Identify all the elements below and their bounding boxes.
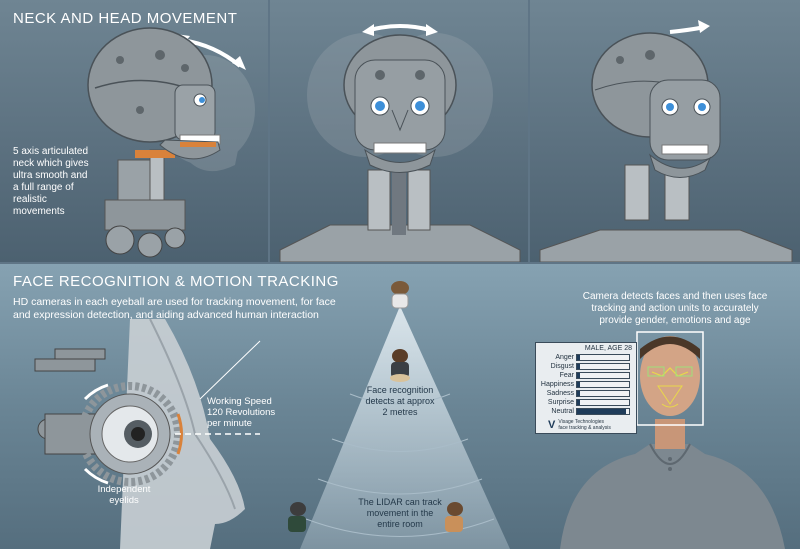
face-recognition-line: detects at approx bbox=[365, 396, 435, 406]
emotion-bar-track bbox=[576, 363, 630, 370]
person-bottom-right-icon bbox=[445, 502, 463, 532]
camera-line: Camera detects faces and then uses face bbox=[582, 291, 768, 302]
camera-line: provide gender, emotions and age bbox=[599, 315, 751, 326]
person-bottom-left-icon bbox=[288, 502, 306, 532]
brand-line: face tracking & analysis bbox=[558, 425, 611, 431]
emotion-bar-track bbox=[576, 354, 630, 361]
face-detection-illustration bbox=[560, 331, 785, 549]
emotion-row-anger: Anger bbox=[536, 353, 636, 362]
emotion-bar-fill bbox=[577, 355, 580, 360]
eyelids-label: Independent eyelids bbox=[84, 484, 164, 506]
emotion-bar-fill bbox=[577, 382, 580, 387]
emotion-bar-track bbox=[576, 399, 630, 406]
lidar-label: The LIDAR can track movement in the enti… bbox=[340, 497, 460, 530]
emotion-bar-fill bbox=[577, 391, 580, 396]
neck-panel-side: NECK AND HEAD MOVEMENT 5 axis articulate… bbox=[0, 0, 268, 262]
emotion-label: Anger bbox=[555, 354, 574, 361]
neck-panel-three-quarter bbox=[530, 0, 800, 262]
visage-logo-icon: V bbox=[548, 419, 556, 431]
visage-brand: V Visage Technologies face tracking & an… bbox=[548, 419, 636, 431]
emotion-row-fear: Fear bbox=[536, 371, 636, 380]
robot-head-front-illustration bbox=[279, 24, 521, 262]
emotion-row-neutral: Neutral bbox=[536, 407, 636, 416]
brand-line: Visage Technologies bbox=[558, 419, 605, 425]
emotion-bar-fill bbox=[577, 400, 580, 405]
intro-line: and expression detection, and aiding adv… bbox=[13, 309, 319, 321]
emotion-label: Neutral bbox=[551, 408, 574, 415]
emotion-bar-track bbox=[576, 390, 630, 397]
emotion-label: Sadness bbox=[546, 390, 574, 397]
lidar-line: movement in the bbox=[366, 508, 434, 518]
neck-description: 5 axis articulated neck which gives ultr… bbox=[13, 146, 123, 218]
person-top-icon bbox=[391, 281, 409, 309]
emotion-row-happiness: Happiness bbox=[536, 380, 636, 389]
intro-line: HD cameras in each eyeball are used for … bbox=[13, 296, 336, 308]
emotion-label: Fear bbox=[559, 372, 574, 379]
neck-panel-front bbox=[270, 0, 528, 262]
lidar-line: The LIDAR can track bbox=[358, 497, 442, 507]
emotion-bar-track bbox=[576, 408, 630, 415]
emotion-bar-fill bbox=[577, 409, 627, 414]
lidar-line: entire room bbox=[377, 519, 423, 529]
robot-head-tilt-illustration bbox=[539, 20, 793, 262]
neck-description-line: neck which gives bbox=[13, 158, 89, 169]
emotion-label: Surprise bbox=[547, 399, 574, 406]
emotion-row-sadness: Sadness bbox=[536, 389, 636, 398]
face-recognition-line: 2 metres bbox=[382, 407, 418, 417]
working-speed-label: Working Speed 120 Revolutions per minute bbox=[207, 396, 287, 429]
emotion-bar-track bbox=[576, 381, 630, 388]
emotion-row-surprise: Surprise bbox=[536, 398, 636, 407]
working-speed-line: Working Speed bbox=[207, 396, 272, 407]
neck-description-line: ultra smooth and bbox=[13, 170, 88, 181]
working-speed-line: 120 Revolutions bbox=[207, 407, 276, 418]
emotion-bar-fill bbox=[577, 364, 580, 369]
eyelids-line: Independent bbox=[97, 484, 151, 495]
emotion-panel-header: MALE, AGE 28 bbox=[584, 345, 632, 352]
face-section-title: FACE RECOGNITION & MOTION TRACKING bbox=[13, 273, 339, 290]
working-speed-line: per minute bbox=[207, 418, 252, 429]
emotion-bar-fill bbox=[577, 373, 580, 378]
camera-line: tracking and action units to accurately bbox=[591, 303, 759, 314]
emotion-bar-track bbox=[576, 372, 630, 379]
neck-description-line: realistic bbox=[13, 194, 47, 205]
neck-description-line: movements bbox=[13, 206, 65, 217]
emotion-row-disgust: Disgust bbox=[536, 362, 636, 371]
lidar-coverage-illustration bbox=[288, 281, 510, 549]
camera-detection-label: Camera detects faces and then uses face … bbox=[560, 291, 790, 327]
face-recognition-line: Face recognition bbox=[366, 385, 434, 395]
neck-description-line: a full range of bbox=[13, 182, 74, 193]
eyelids-line: eyelids bbox=[109, 495, 139, 506]
face-recognition-range-label: Face recognition detects at approx 2 met… bbox=[345, 385, 455, 418]
eyeball-mechanism-illustration bbox=[34, 319, 261, 549]
face-section-intro: HD cameras in each eyeball are used for … bbox=[13, 296, 343, 322]
emotion-label: Disgust bbox=[550, 363, 574, 370]
neck-description-line: 5 axis articulated bbox=[13, 146, 89, 157]
robot-head-side-illustration bbox=[87, 27, 255, 258]
neck-section-title: NECK AND HEAD MOVEMENT bbox=[13, 10, 238, 27]
emotion-label: Happiness bbox=[540, 381, 574, 388]
person-middle-icon bbox=[390, 349, 410, 382]
